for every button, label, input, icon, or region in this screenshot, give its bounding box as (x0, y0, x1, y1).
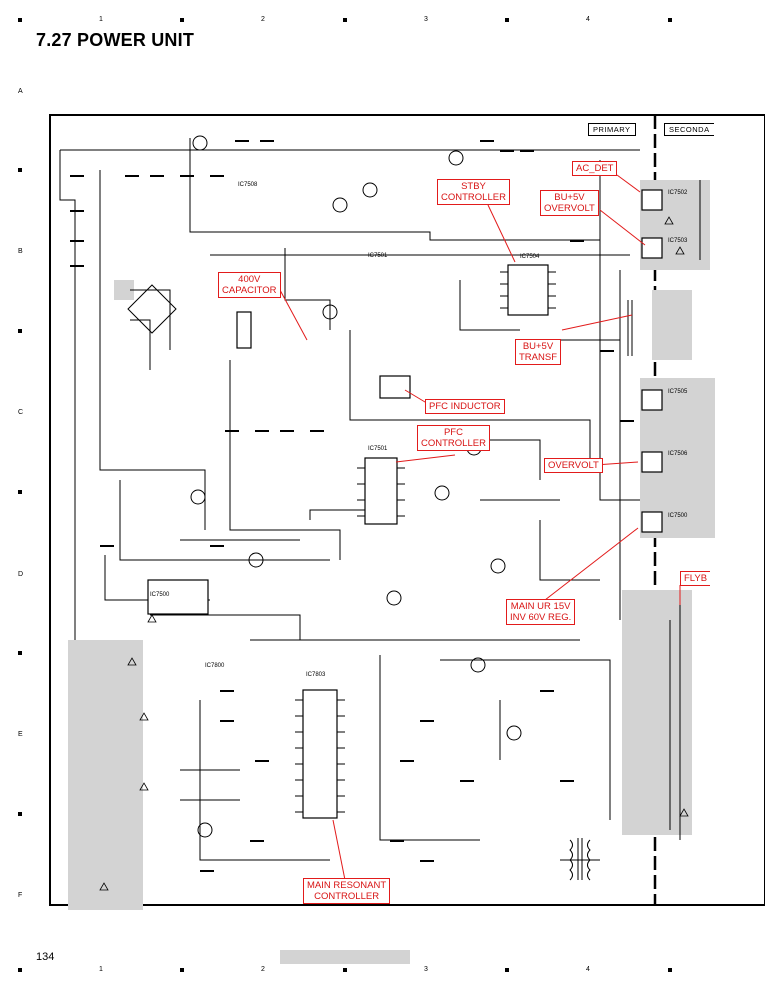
callout-pfc-inductor: PFC INDUCTOR (425, 399, 505, 414)
callout-stby-line2: CONTROLLER (441, 192, 506, 203)
callout-bu5v-transf: BU+5V TRANSF (515, 339, 561, 365)
row-marker-a: A (18, 88, 23, 95)
page-number: 134 (36, 951, 55, 963)
ic-stby-body (507, 264, 549, 316)
row-marker-f: F (18, 892, 23, 899)
row-marker-c: C (18, 409, 24, 416)
callout-ac-det: AC_DET (572, 161, 618, 176)
ic-label-7504: IC7504 (520, 254, 540, 260)
ic-main-body (302, 689, 338, 819)
callout-400v-capacitor: 400V CAPACITOR (218, 272, 281, 298)
callout-bu5v-transf-line2: TRANSF (519, 352, 557, 363)
grid-ticks (18, 18, 672, 972)
ic-7500-body (147, 579, 209, 615)
row-marker-e: E (18, 731, 23, 738)
column-marker-4-bottom: 4 (586, 966, 590, 973)
ic-label-7803: IC7803 (306, 672, 326, 678)
callout-leaders (279, 174, 681, 881)
ic-label-7501: IC7501 (368, 446, 388, 452)
callout-bu5v-transf-line1: BU+5V (522, 341, 554, 352)
callout-bu5v-overvolt-line2: OVERVOLT (544, 203, 595, 214)
ic-label-7502: IC7502 (668, 190, 688, 196)
callout-400v-line1: 400V (238, 274, 261, 285)
ic-pfc-body (364, 457, 398, 525)
row-marker-b: B (18, 248, 23, 255)
callout-pfc-controller: PFC CONTROLLER (417, 425, 490, 451)
callout-bu5v-overvolt: BU+5V OVERVOLT (540, 190, 599, 216)
column-marker-3-bottom: 3 (424, 966, 428, 973)
callout-main-resonant-line2: CONTROLLER (314, 891, 380, 902)
component-ref-marks (70, 140, 634, 872)
secondary-section-label: SECONDA (664, 123, 714, 136)
transformers (569, 300, 633, 881)
wiring (59, 138, 701, 861)
ic-pins (295, 271, 556, 813)
column-marker-2-top: 2 (261, 16, 265, 23)
callout-400v-line2: CAPACITOR (222, 285, 277, 296)
primary-section-label: PRIMARY (588, 123, 636, 136)
column-marker-1-top: 1 (99, 16, 103, 23)
ic-label-7500: IC7500 (150, 592, 170, 598)
callout-main-resonant-line1: MAIN RESONANT (307, 880, 387, 891)
callout-main-ur-line2: INV 60V REG. (510, 612, 572, 623)
opto-couplers (641, 189, 663, 533)
callout-flyb: FLYB (680, 571, 711, 586)
callout-pfc-controller-line2: CONTROLLER (421, 438, 486, 449)
ic-bodies (147, 264, 549, 819)
column-marker-3-top: 3 (424, 16, 428, 23)
callout-main-ur-line1: MAIN UR 15V (510, 601, 571, 612)
warning-triangles (99, 216, 689, 891)
transistors (190, 135, 522, 838)
bulk-cap-body (236, 311, 252, 349)
callout-stby-controller: STBY CONTROLLER (437, 179, 510, 205)
schematic-frame (49, 114, 765, 906)
pfc-inductor-body (379, 375, 411, 399)
row-marker-d: D (18, 571, 24, 578)
page-title: 7.27 POWER UNIT (36, 30, 195, 50)
ic-label-7503: IC7503 (668, 238, 688, 244)
ic-label-7505: IC7505 (668, 389, 688, 395)
column-marker-2-bottom: 2 (261, 966, 265, 973)
column-marker-1-bottom: 1 (99, 966, 103, 973)
ic-label-7501b: IC7501 (368, 253, 388, 259)
callout-main-resonant: MAIN RESONANT CONTROLLER (303, 878, 391, 904)
callout-overvolt: OVERVOLT (544, 458, 603, 473)
callout-main-ur: MAIN UR 15V INV 60V REG. (506, 599, 576, 625)
callout-pfc-controller-line1: PFC (443, 427, 463, 438)
bridge-rectifier (127, 284, 177, 334)
column-marker-4-top: 4 (586, 16, 590, 23)
ic-label-7508: IC7508 (238, 182, 258, 188)
callout-bu5v-overvolt-line1: BU+5V (554, 192, 585, 203)
ic-label-7500b: IC7500 (668, 513, 688, 519)
ic-label-7800: IC7800 (205, 663, 225, 669)
callout-stby-line1: STBY (461, 181, 486, 192)
ic-label-7506: IC7506 (668, 451, 688, 457)
